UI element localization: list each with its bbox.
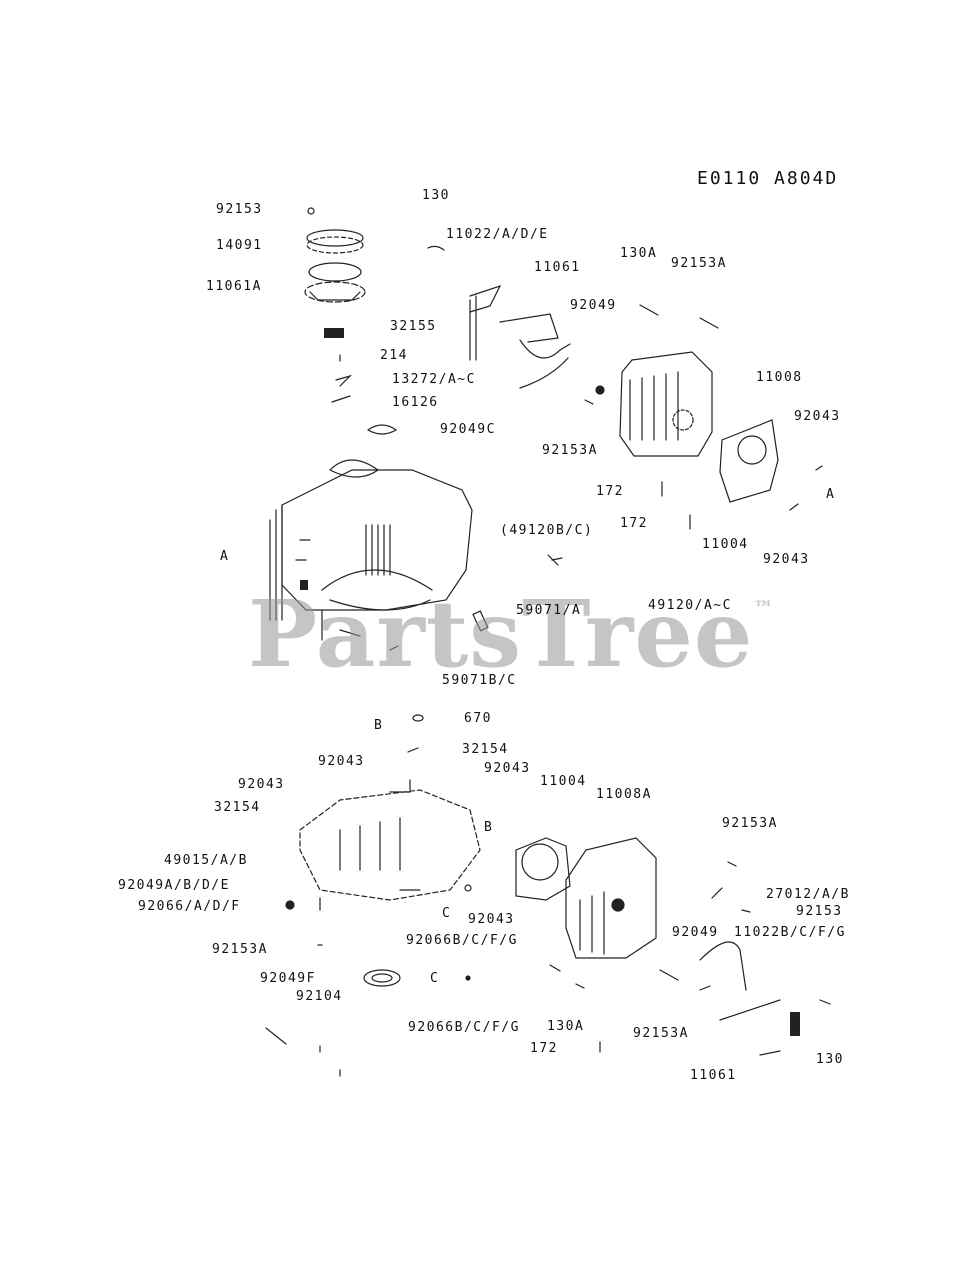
tube-bracket-drawing bbox=[699, 861, 831, 1056]
part-label: 92043 bbox=[468, 912, 515, 927]
part-label: A bbox=[220, 549, 230, 564]
part-label: 92153A bbox=[212, 942, 268, 957]
part-label: A bbox=[826, 487, 836, 502]
part-label: 92043 bbox=[763, 552, 810, 567]
cylinder-head-2-drawing bbox=[549, 837, 711, 991]
part-label: 59071/A bbox=[516, 603, 582, 618]
part-label: 92153 bbox=[796, 904, 843, 919]
part-label: 32155 bbox=[390, 319, 437, 334]
part-label: 11061 bbox=[690, 1068, 737, 1083]
part-label: 92049 bbox=[672, 925, 719, 940]
part-label: 92104 bbox=[296, 989, 343, 1004]
part-label: 92043 bbox=[794, 409, 841, 424]
part-label: 670 bbox=[464, 711, 492, 726]
part-label: 11008 bbox=[756, 370, 803, 385]
part-label: 172 bbox=[620, 516, 648, 531]
part-label: 130A bbox=[547, 1019, 585, 1034]
part-label: 130 bbox=[422, 188, 450, 203]
air-cleaner-stack-drawing bbox=[304, 207, 398, 435]
cylinder-head-1-drawing bbox=[584, 351, 713, 457]
part-label: 172 bbox=[596, 484, 624, 499]
part-label: 92049A/B/D/E bbox=[118, 878, 230, 893]
part-label: 32154 bbox=[214, 800, 261, 815]
part-label: C bbox=[430, 971, 440, 986]
part-label: 92043 bbox=[484, 761, 531, 776]
part-label: 92153A bbox=[722, 816, 778, 831]
cylinder-block-drawing bbox=[285, 779, 481, 946]
part-label: 16126 bbox=[392, 395, 439, 410]
head-gasket-2-drawing bbox=[515, 837, 571, 901]
part-label: 11004 bbox=[702, 537, 749, 552]
part-label: 92153A bbox=[671, 256, 727, 271]
part-label: 11004 bbox=[540, 774, 587, 789]
part-label: 11022B/C/F/G bbox=[734, 925, 846, 940]
part-label: 92153A bbox=[633, 1026, 689, 1041]
part-label: 130A bbox=[620, 246, 658, 261]
part-label: 92043 bbox=[318, 754, 365, 769]
part-label: 11008A bbox=[596, 787, 652, 802]
part-label: 92049 bbox=[570, 298, 617, 313]
crankcase-drawing bbox=[269, 459, 473, 651]
part-label: (49120B/C) bbox=[500, 523, 594, 538]
part-label: B bbox=[374, 718, 384, 733]
head-gasket-1-drawing bbox=[661, 419, 823, 530]
part-label: C bbox=[442, 906, 452, 921]
part-label: 32154 bbox=[462, 742, 509, 757]
oil-seal-drawing bbox=[265, 969, 601, 1077]
part-label: 92049C bbox=[440, 422, 496, 437]
part-label: 49015/A/B bbox=[164, 853, 248, 868]
part-label: 130 bbox=[816, 1052, 844, 1067]
part-label: 11061 bbox=[534, 260, 581, 275]
part-label: 11022/A/D/E bbox=[446, 227, 549, 242]
part-label: 14091 bbox=[216, 238, 263, 253]
part-label: 92153A bbox=[542, 443, 598, 458]
part-label: 92153 bbox=[216, 202, 263, 217]
part-label: 27012/A/B bbox=[766, 887, 850, 902]
part-label: 11061A bbox=[206, 279, 262, 294]
part-label: 92066B/C/F/G bbox=[408, 1020, 520, 1035]
breather-tube-drawing bbox=[427, 245, 719, 389]
part-label: B bbox=[484, 820, 494, 835]
part-label: 172 bbox=[530, 1041, 558, 1056]
valve-parts-drawing bbox=[407, 554, 563, 753]
part-label: 92066/A/D/F bbox=[138, 899, 241, 914]
part-label: 59071B/C bbox=[442, 673, 517, 688]
part-label: 49120/A~C bbox=[648, 598, 732, 613]
part-label: 13272/A~C bbox=[392, 372, 476, 387]
part-label: 92049F bbox=[260, 971, 316, 986]
part-label: 92066B/C/F/G bbox=[406, 933, 518, 948]
diagram-code: E0110 A804D bbox=[697, 168, 839, 189]
part-label: 214 bbox=[380, 348, 408, 363]
part-label: 92043 bbox=[238, 777, 285, 792]
